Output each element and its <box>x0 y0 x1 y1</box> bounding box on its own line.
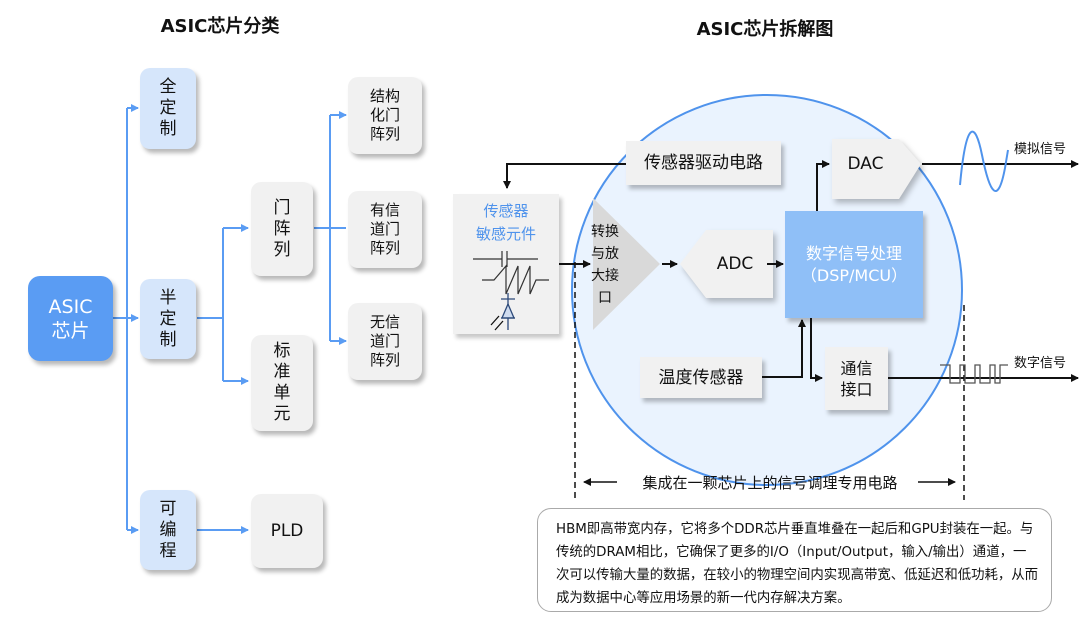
comm-interface-box: 通信 接口 <box>825 347 888 410</box>
dsp-box: 数字信号处理 （DSP/MCU） <box>785 211 923 318</box>
dac-shape <box>832 139 921 199</box>
adc-shape <box>680 230 773 298</box>
asic-chip-root: ASIC芯片 <box>28 276 113 361</box>
drive-circuit-box: 传感器驱动电路 <box>626 141 781 185</box>
analog-waveform-icon <box>959 130 1009 192</box>
root-label: ASIC芯片 <box>48 295 93 342</box>
node-structured-gate-array: 结构化门阵列 <box>348 77 422 154</box>
node-gate-array: 门阵列 <box>251 182 313 276</box>
amp-interface-label: 转换与放大接口 <box>591 224 619 306</box>
right-diagram-title: ASIC芯片拆解图 <box>696 19 834 40</box>
node-programmable: 可编程 <box>140 490 196 570</box>
node-channeled-gate-array: 有信道门阵列 <box>348 191 422 268</box>
digital-signal-label: 数字信号 <box>1014 356 1067 371</box>
arrow-dsp-to-comm <box>810 318 823 382</box>
node-standard-cell: 标准单元 <box>251 335 313 431</box>
adc-label: ADC <box>716 254 754 274</box>
digital-waveform-icon <box>940 364 1008 384</box>
arrow-temp-to-dsp <box>762 319 806 378</box>
hbm-note-box: HBM即高带宽内存，它将多个DDR芯片垂直堆叠在一起后和GPU封装在一起。与传统… <box>537 508 1052 612</box>
connector-ga <box>314 115 346 341</box>
node-unchanneled-gate-array: 无信道门阵列 <box>348 303 422 380</box>
temp-sensor-box: 温度传感器 <box>640 357 762 398</box>
dac-label: DAC <box>847 154 884 174</box>
hbm-note-text: HBM即高带宽内存，它将多个DDR芯片垂直堆叠在一起后和GPU封装在一起。与传统… <box>556 522 1039 606</box>
analog-signal-label: 模拟信号 <box>1014 142 1067 157</box>
arrow-dsp-to-dac <box>816 160 830 211</box>
sensor-element-label: 传感器 敏感元件 <box>475 202 536 243</box>
arrow-drive-to-sensor <box>503 163 626 189</box>
node-pld: PLD <box>251 494 323 568</box>
span-label: 集成在一颗芯片上的信号调理专用电路 <box>642 474 898 492</box>
left-diagram-title: ASIC芯片分类 <box>160 16 280 37</box>
node-full-custom: 全定制 <box>140 68 196 149</box>
photodiode-icon <box>490 293 515 331</box>
connector-semi <box>197 228 224 381</box>
node-semi-custom: 半定制 <box>140 279 196 359</box>
thermistor-icon <box>482 264 549 295</box>
capacitor-icon <box>473 251 538 267</box>
amp-interface-triangle <box>593 198 660 330</box>
